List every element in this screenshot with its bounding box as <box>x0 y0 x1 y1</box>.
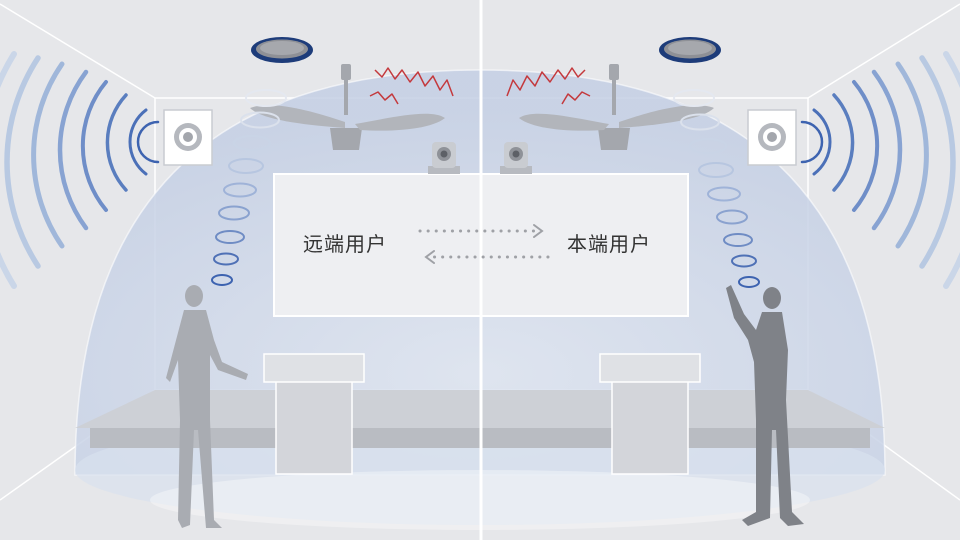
sound-wave-icon <box>800 51 960 289</box>
ceiling-fan-icon <box>519 64 714 150</box>
noise-squiggle-icon <box>369 67 591 105</box>
ceiling-microphone-icon <box>251 37 313 63</box>
dotted-arrow-icon <box>418 224 544 238</box>
person-icon <box>726 285 804 526</box>
ptz-camera-icon <box>500 142 532 174</box>
local-user-label: 本端用户 <box>567 232 651 256</box>
ceiling-fan-icon <box>250 64 445 150</box>
loudspeaker-icon <box>163 109 213 166</box>
podium <box>263 353 365 475</box>
dotted-arrow-icon <box>424 250 550 264</box>
loudspeaker-icon <box>747 109 797 166</box>
remote-user-label: 远端用户 <box>303 232 387 256</box>
ptz-camera-icon <box>428 142 460 174</box>
voice-pickup-rings <box>673 89 760 288</box>
voice-pickup-rings <box>211 89 287 286</box>
ceiling-microphone-icon <box>659 37 721 63</box>
person-icon <box>166 285 248 528</box>
sound-wave-icon <box>0 51 160 289</box>
podium <box>599 353 701 475</box>
